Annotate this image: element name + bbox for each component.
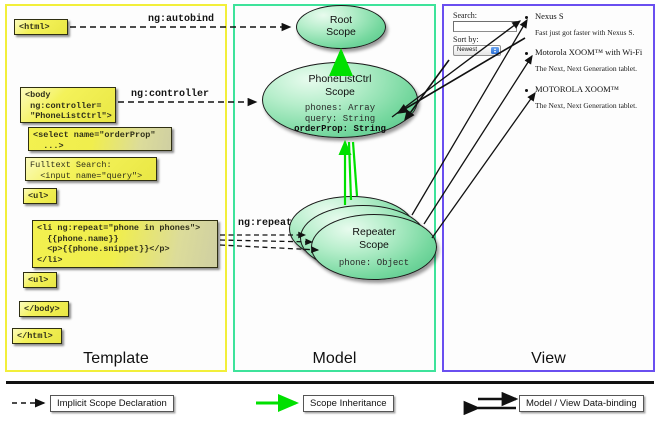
phonelistctrl-scope-props-bold: orderProp: String [294,124,386,134]
legend-model-view-databinding: Model / View Data-binding [519,395,644,412]
column-label-view: View [531,350,566,367]
phone-snippet: The Next, Next Generation tablet. [535,101,638,110]
code-box-html-close: </html> [12,328,62,344]
root-scope-ellipse: Root Scope [296,5,386,49]
ng-repeat-label: ng:repeat [238,218,293,229]
phonelistctrl-scope-title-2: Scope [325,86,355,98]
search-label: Search: [453,11,477,20]
sort-by-select[interactable]: Newest [453,45,501,56]
legend-scope-inheritance: Scope Inheritance [303,395,394,412]
view-panel: Search: Sort by: Newest Nexus S Fast jus… [449,9,648,129]
stepper-arrows-icon[interactable] [491,47,499,54]
code-box-ul-open: <ul> [23,188,57,204]
code-box-ul-close: <ul> [23,272,57,288]
phone-snippet: Fast just got faster with Nexus S. [535,28,635,37]
sort-by-select-value: Newest [457,47,478,53]
phonelistctrl-scope-ellipse: PhoneListCtrl Scope phones: Array query:… [262,62,418,138]
code-box-body-controller: <body ng:controller= "PhoneListCtrl"> [20,87,116,123]
code-box-fulltext-search: Fulltext Search: <input name="query"> [25,157,157,181]
legend-divider [6,381,654,384]
list-bullet-icon [525,52,528,55]
code-box-body-close: </body> [19,301,69,317]
list-bullet-icon [525,16,528,19]
ng-autobind-label: ng:autobind [148,14,215,25]
ng-controller-label: ng:controller [131,89,210,100]
column-label-model: Model [312,350,357,367]
legend-implicit-scope-declaration: Implicit Scope Declaration [50,395,174,412]
repeater-scope-title-1: Repeater [352,226,396,238]
column-label-template: Template [83,350,149,367]
repeater-scope-props: phone: Object [338,258,410,268]
root-scope-title-1: Root [329,14,353,26]
code-box-select-orderprop: <select name="orderProp" ...> [28,127,172,151]
repeater-scope-ellipse: Repeater Scope phone: Object [311,214,437,280]
phone-name: Motorola XOOM™ with Wi-Fi [535,47,643,57]
phonelistctrl-scope-props-plain: phones: Array query: String [304,103,376,124]
code-box-li-ngrepeat: <li ng:repeat="phone in phones"> {{phone… [32,220,218,268]
root-scope-title-2: Scope [326,26,356,38]
column-model: Model [233,4,436,372]
code-box-html-open: <html> [14,19,68,35]
phone-name: Nexus S [535,11,564,21]
repeater-scope-title-2: Scope [359,239,389,251]
phonelistctrl-scope-title-1: PhoneListCtrl [308,73,372,85]
phone-snippet: The Next, Next Generation tablet. [535,64,638,73]
phone-name: MOTOROLA XOOM™ [535,84,619,94]
list-bullet-icon [525,89,528,92]
search-input[interactable] [453,21,517,32]
sort-by-label: Sort by: [453,35,479,44]
